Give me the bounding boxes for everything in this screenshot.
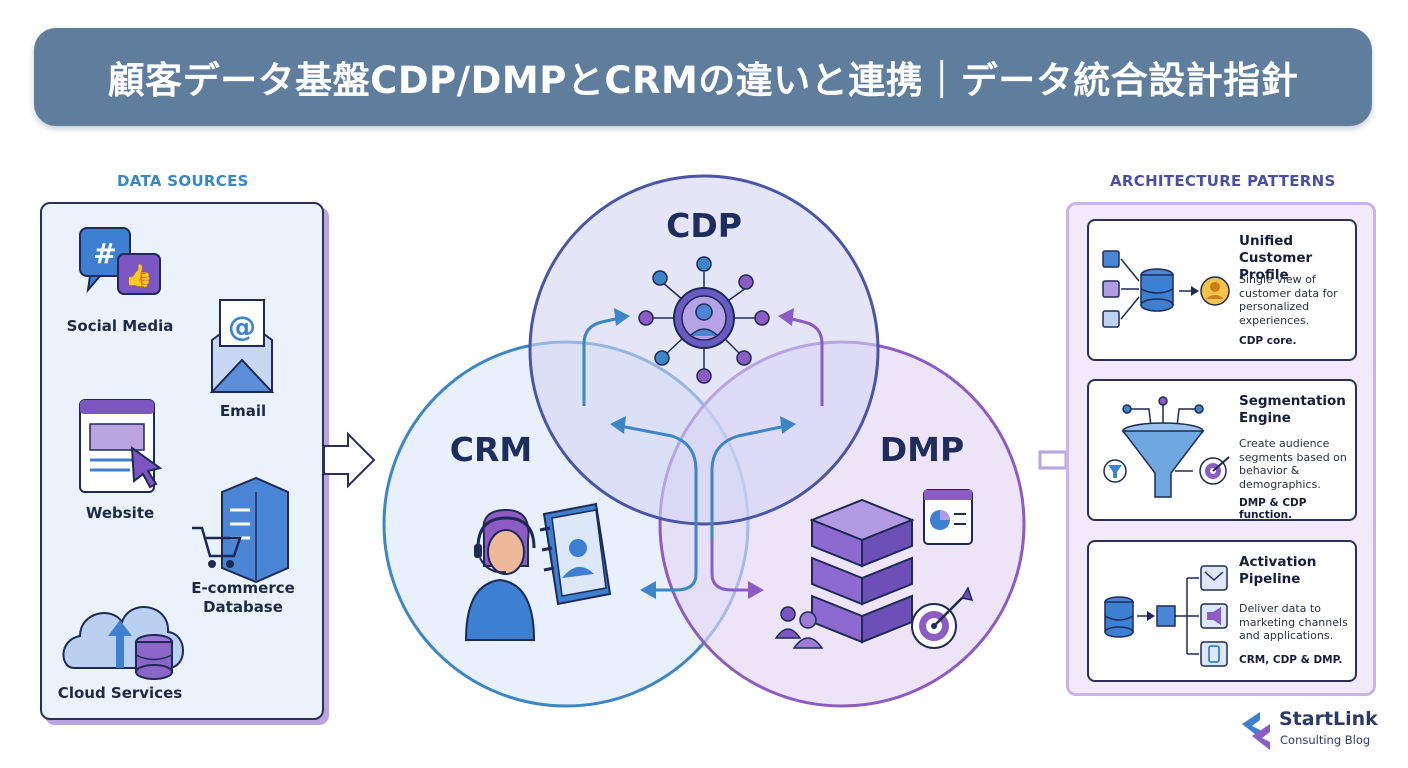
page-title: 顧客データ基盤CDP/DMPとCRMの違いと連携｜データ統合設計指針 bbox=[107, 59, 1299, 102]
card-desc-activation: Deliver data to marketing channels and a… bbox=[1239, 602, 1348, 642]
card-title-activation: Activation Pipeline bbox=[1239, 554, 1317, 587]
source-label-website: Website bbox=[85, 504, 155, 522]
card-desc-segmentation: Create audience segments based on behavi… bbox=[1239, 437, 1347, 491]
card-title-unified-profile: Unified Customer Profile bbox=[1239, 233, 1313, 283]
source-label-social-media: Social Media bbox=[66, 317, 174, 335]
pattern-card-segmentation: Segmentation Engine Create audience segm… bbox=[1087, 379, 1357, 521]
unified-profile-icon bbox=[1102, 250, 1230, 328]
pattern-card-activation: Activation Pipeline Deliver data to mark… bbox=[1087, 540, 1357, 682]
brain-network-icon bbox=[638, 256, 770, 384]
logo-subtitle: Consulting Blog bbox=[1280, 733, 1371, 747]
venn-label-dmp: DMP bbox=[879, 430, 965, 469]
data-sources-heading: DATA SOURCES bbox=[117, 172, 249, 190]
data-sources-panel bbox=[40, 202, 324, 720]
logo-name: StartLink bbox=[1279, 708, 1378, 730]
architecture-heading: ARCHITECTURE PATTERNS bbox=[1110, 172, 1336, 190]
card-note-unified-profile: CDP core. bbox=[1239, 335, 1297, 347]
server-stack-icon bbox=[774, 489, 974, 649]
flow-arrows bbox=[582, 308, 824, 599]
source-label-email: Email bbox=[219, 402, 267, 420]
funnel-target-icon bbox=[1103, 396, 1230, 498]
venn-circle-dmp bbox=[658, 340, 1026, 708]
venn-label-crm: CRM bbox=[449, 430, 533, 469]
customer-service-icon bbox=[464, 502, 612, 641]
venn-label-cdp: CDP bbox=[666, 206, 742, 245]
card-note-activation: CRM, CDP & DMP. bbox=[1239, 654, 1343, 666]
source-label-ecommerce-database: E-commerce Database bbox=[191, 579, 295, 616]
venn-circle-crm bbox=[382, 340, 750, 708]
title-banner: 顧客データ基盤CDP/DMPとCRMの違いと連携｜データ統合設計指針 bbox=[34, 28, 1372, 126]
activation-pipeline-icon bbox=[1104, 565, 1228, 667]
source-label-cloud-services: Cloud Services bbox=[57, 684, 183, 702]
card-title-segmentation: Segmentation Engine bbox=[1239, 393, 1346, 426]
pattern-card-unified-profile: Unified Customer Profile Single view of … bbox=[1087, 219, 1357, 361]
card-desc-unified-profile: Single view of customer data for persona… bbox=[1239, 273, 1338, 327]
card-note-segmentation: DMP & CDP function. bbox=[1239, 497, 1307, 521]
startlink-logo-icon bbox=[1242, 712, 1270, 750]
